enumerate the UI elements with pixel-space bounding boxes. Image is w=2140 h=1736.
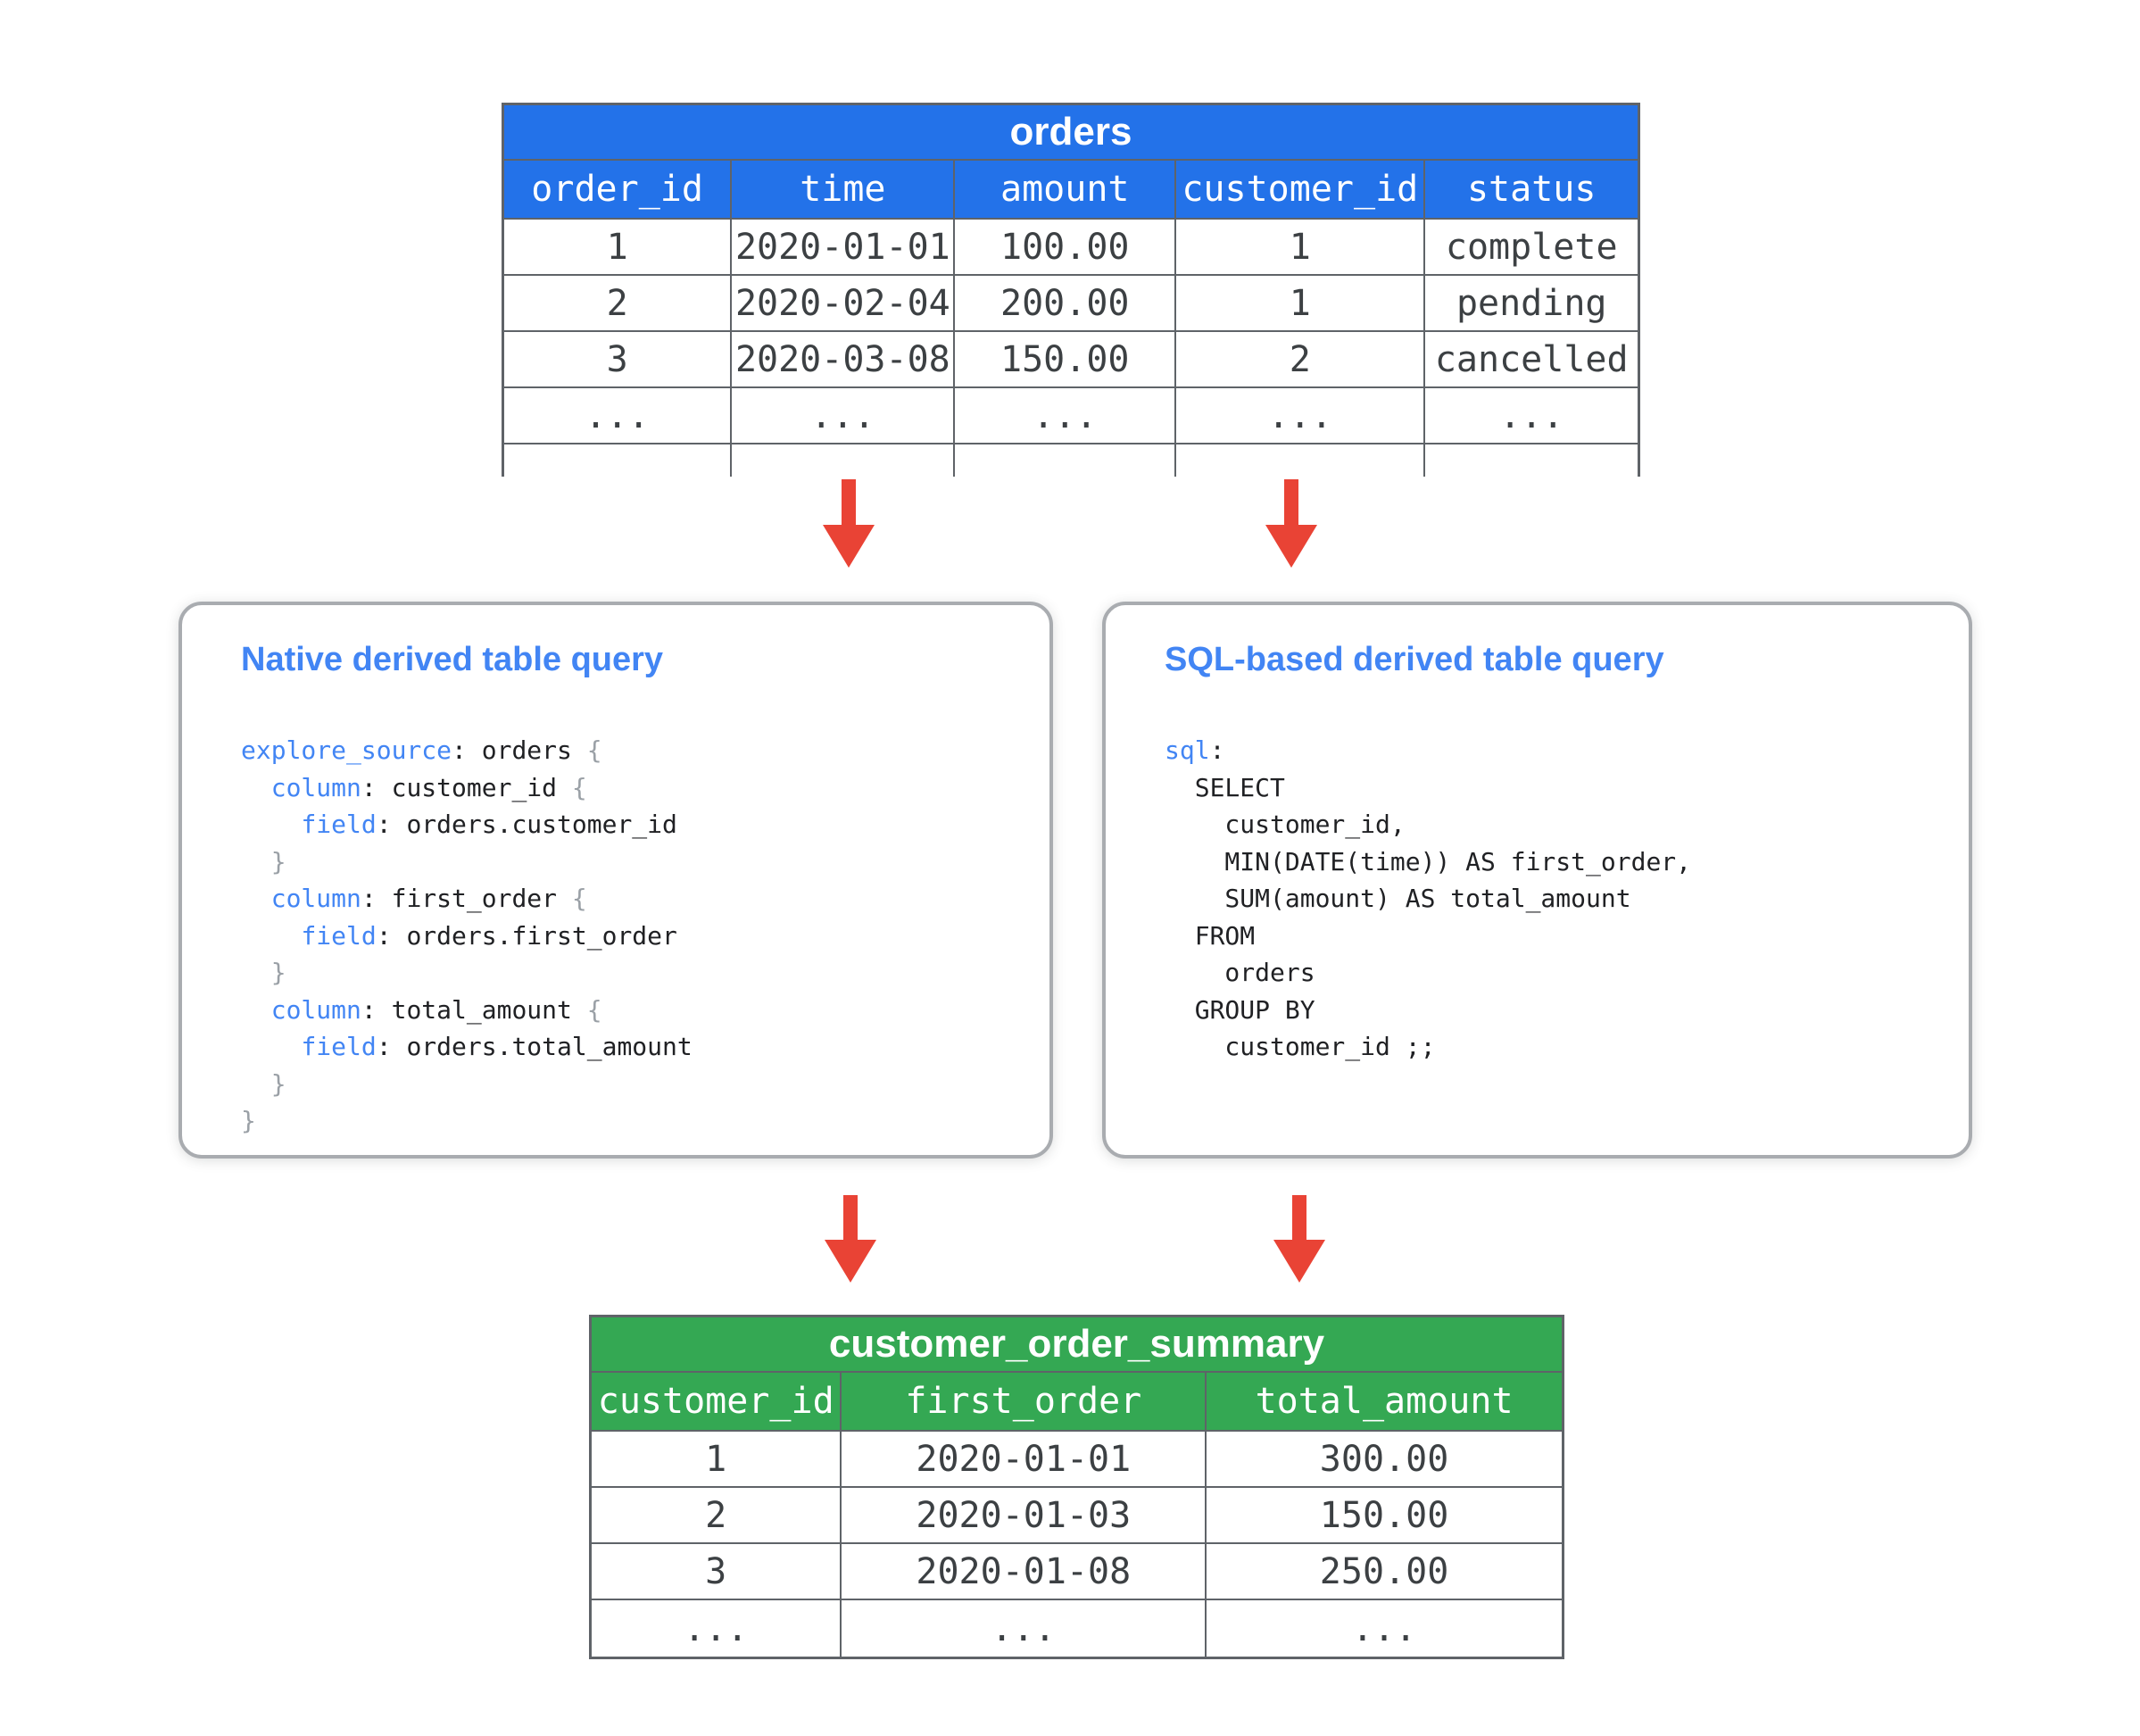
table-cell: pending [1456,282,1607,324]
table-cell: 300.00 [1319,1438,1449,1480]
table-cell: ... [1351,1607,1417,1649]
table-cell: 2020-01-03 [842,1488,1207,1542]
code-line: sql: [1165,735,1225,765]
table-cell: 2020-03-08 [732,332,956,386]
arrow-down-icon [1273,1195,1325,1283]
native-query-card: Native derived table query explore_sourc… [178,602,1053,1159]
code-line: customer_id ;; [1165,1032,1436,1061]
arrow-down-icon [825,1195,876,1283]
table-row: ......... [592,1600,1562,1657]
table-cell: time [732,161,956,218]
table-cell: 2 [592,1488,842,1542]
table-cell [955,444,1177,477]
table-cell: ... [592,1600,842,1657]
arrow-down-icon [823,479,875,568]
table-cell: customer_id [592,1373,842,1430]
table-cell: 2020-01-01 [842,1432,1207,1486]
table-cell: 150.00 [1319,1494,1449,1536]
table-cell: 250.00 [1319,1550,1449,1592]
table-cell: ... [732,388,956,443]
table-cell: status [1466,169,1597,210]
table-cell [732,444,956,477]
orders-partial-row [504,444,1638,477]
sql-query-card: SQL-based derived table query sql: SELEC… [1102,602,1972,1159]
code-line: } [270,846,286,876]
table-row: ............... [504,388,1638,444]
table-cell: 3 [592,1544,842,1599]
code-line: GROUP BY [1165,994,1315,1025]
code-line: MIN(DATE(time)) AS first_order, [1165,846,1692,876]
table-cell: first_order [842,1373,1207,1430]
native-query-code-block: explore_source: orders { column: custome… [241,732,1023,1140]
code-line: field: orders.first_order [301,920,677,951]
sql-query-card-title: SQL-based derived table query [1165,641,1664,678]
table-cell: 2020-01-08 [842,1544,1207,1599]
table-cell: 1 [1176,276,1426,330]
code-line: field: orders.customer_id [301,810,677,839]
table-cell: 2020-02-04 [732,276,956,330]
orders-table-title: orders [504,105,1638,161]
code-line: } [241,1106,256,1135]
table-cell: 200.00 [955,276,1177,330]
table-cell: ... [842,1600,1207,1657]
code-line: column: customer_id { [270,772,587,802]
code-line: } [270,958,286,987]
table-cell: ... [1499,395,1564,436]
table-cell: 2 [504,276,733,330]
table-cell: ... [1176,388,1426,443]
code-line: explore_source: orders { [241,735,602,765]
summary-table-title: customer_order_summary [592,1317,1562,1373]
code-line: } [270,1068,286,1099]
sql-query-code-block: sql: SELECT customer_id, MIN(DATE(time))… [1165,732,1942,1066]
native-query-card-title: Native derived table query [241,641,664,678]
code-line: customer_id, [1165,810,1406,839]
table-cell: cancelled [1434,338,1629,380]
table-cell [1176,444,1426,477]
table-cell: order_id [504,161,733,218]
table-cell: 150.00 [955,332,1177,386]
table-cell: complete [1445,226,1618,268]
table-cell: customer_id [1176,161,1426,218]
table-cell: 1 [592,1432,842,1486]
code-line: SUM(amount) AS total_amount [1165,884,1631,913]
code-line: field: orders.total_amount [301,1032,693,1061]
code-line: SELECT [1165,772,1285,802]
table-cell [504,444,733,477]
code-line: orders [1165,958,1315,987]
table-cell: 2 [1176,332,1426,386]
table-cell: total_amount [1255,1381,1514,1422]
table-cell [1425,444,1637,477]
table-cell: 3 [504,332,733,386]
arrow-down-icon [1265,479,1317,568]
code-line: column: first_order { [270,884,587,913]
table-cell: 2020-01-01 [732,220,956,274]
table-cell: ... [504,388,733,443]
table-cell: 1 [1176,220,1426,274]
code-line: FROM [1165,920,1256,951]
table-cell: 1 [504,220,733,274]
table-cell: 100.00 [955,220,1177,274]
table-cell: ... [955,388,1177,443]
code-line: column: total_amount { [270,994,602,1025]
table-cell: amount [955,161,1177,218]
